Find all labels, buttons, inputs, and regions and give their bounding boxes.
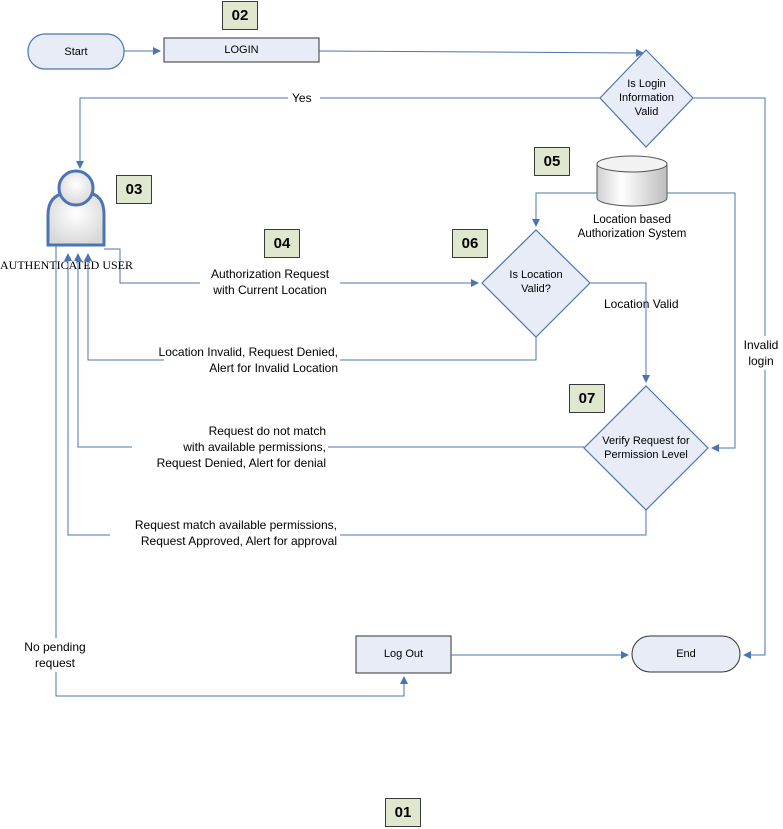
invalid-login-line2: login [748,354,774,368]
step-badge-04: 04 [264,229,300,258]
auth-request-line1: Authorization Request [210,267,330,281]
edge-no-match [74,253,584,448]
edge-label-no-pending: No pending request [14,639,96,671]
no-match-line2: with available permissions, [183,440,326,454]
login-valid-text: Is Login Information Valid [600,77,693,119]
end-label: End [676,648,696,660]
db-label-line1: Location based [592,214,671,226]
db-label-line2: Authorization System [577,228,687,240]
edge-label-yes: Yes [292,91,312,105]
edge-invalid-login [693,97,766,659]
edge-login-valid [318,48,644,57]
start-label: Start [64,46,88,58]
edge-label-match: Request match available permissions, Req… [100,517,337,549]
login-valid-line3: Valid [634,106,659,118]
invalid-login-line1: Invalid [743,338,779,352]
no-pending-line1: No pending [24,640,86,654]
edge-match [64,253,647,536]
step-badge-03: 03 [116,175,152,204]
auth-request-line2: with Current Location [213,283,327,297]
location-invalid-line2: Alert for Invalid Location [209,361,338,375]
database-icon [596,155,668,207]
verify-line1: Verify Request for [602,435,690,447]
edge-location-valid [590,282,650,383]
location-valid-line1: Is Location [509,269,563,281]
edge-label-no-match: Request do not match with available perm… [100,423,326,471]
no-pending-line2: request [34,656,76,670]
step-badge-01: 01 [385,798,421,827]
edge-no-pending [55,245,408,697]
match-line1: Request match available permissions, [134,518,337,532]
edge-yes-user [76,97,600,169]
user-icon [46,169,106,247]
db-label: Location based Authorization System [572,213,692,241]
login-valid-decision [599,49,694,148]
step-badge-05: 05 [534,147,570,176]
verify-line2: Permission Level [604,449,688,461]
location-valid-text: Is Location Valid? [482,268,590,296]
login-label: LOGIN [224,44,259,56]
edge-label-invalid-login: Invalid login [740,337,782,369]
authenticated-user-label: AUTHENTICATED USER [0,258,133,272]
edge-db-verify [667,192,736,452]
end-node [631,635,741,673]
no-match-line1: Request do not match [208,424,326,438]
no-match-line3: Request Denied, Alert for denial [156,456,326,470]
edge-label-location-valid: Location Valid [604,297,679,311]
step-badge-06: 06 [452,229,488,258]
edge-db-location [532,192,597,227]
location-invalid-line1: Location Invalid, Request Denied, [158,345,338,359]
login-valid-line1: Is Login [627,78,666,90]
login-node [163,37,320,63]
edge-label-location-invalid: Location Invalid, Request Denied, Alert … [120,344,338,376]
step-badge-02: 02 [222,1,258,30]
verify-text: Verify Request for Permission Level [584,434,708,462]
login-valid-line2: Information [618,92,675,104]
edge-label-auth-request: Authorization Request with Current Locat… [200,266,340,298]
logout-label: Log Out [383,648,424,660]
location-valid-line2: Valid? [521,283,551,295]
step-badge-07: 07 [569,384,605,413]
match-line2: Request Approved, Alert for approval [140,534,337,548]
